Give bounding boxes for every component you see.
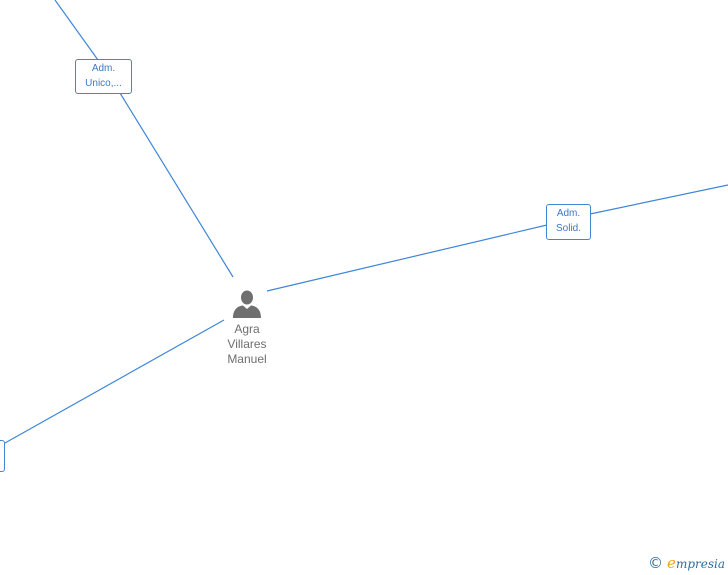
person-name-line: Agra — [234, 322, 260, 336]
edge-right — [266, 224, 548, 292]
relation-label-line: Unico,... — [85, 78, 122, 89]
edge-top — [54, 0, 99, 61]
person-name-line: Villares — [227, 337, 267, 351]
copyright-icon: © — [648, 554, 664, 572]
person-icon — [233, 290, 261, 318]
person-node[interactable]: Agra Villares Manuel — [205, 288, 289, 367]
brand-logo-initial: e — [667, 554, 676, 572]
brand-logo: empresia — [667, 554, 725, 572]
edge-right — [589, 184, 728, 215]
person-name-line: Manuel — [227, 352, 267, 366]
relation-label-line: Adm. — [556, 208, 581, 219]
brand-logo-text: mpresia — [675, 557, 725, 571]
edge-top — [119, 92, 234, 278]
relation-label-right[interactable]: Adm. Solid. — [546, 204, 591, 240]
relation-label-line: Adm. — [91, 63, 116, 74]
brand-watermark: © empresia — [648, 554, 725, 572]
edge-bottom-left — [4, 319, 225, 444]
relation-label-top[interactable]: Adm. Unico,... — [75, 59, 132, 94]
person-name: Agra Villares Manuel — [205, 322, 289, 367]
relation-label-line: Solid. — [555, 223, 581, 234]
partial-node-box[interactable] — [0, 440, 5, 472]
